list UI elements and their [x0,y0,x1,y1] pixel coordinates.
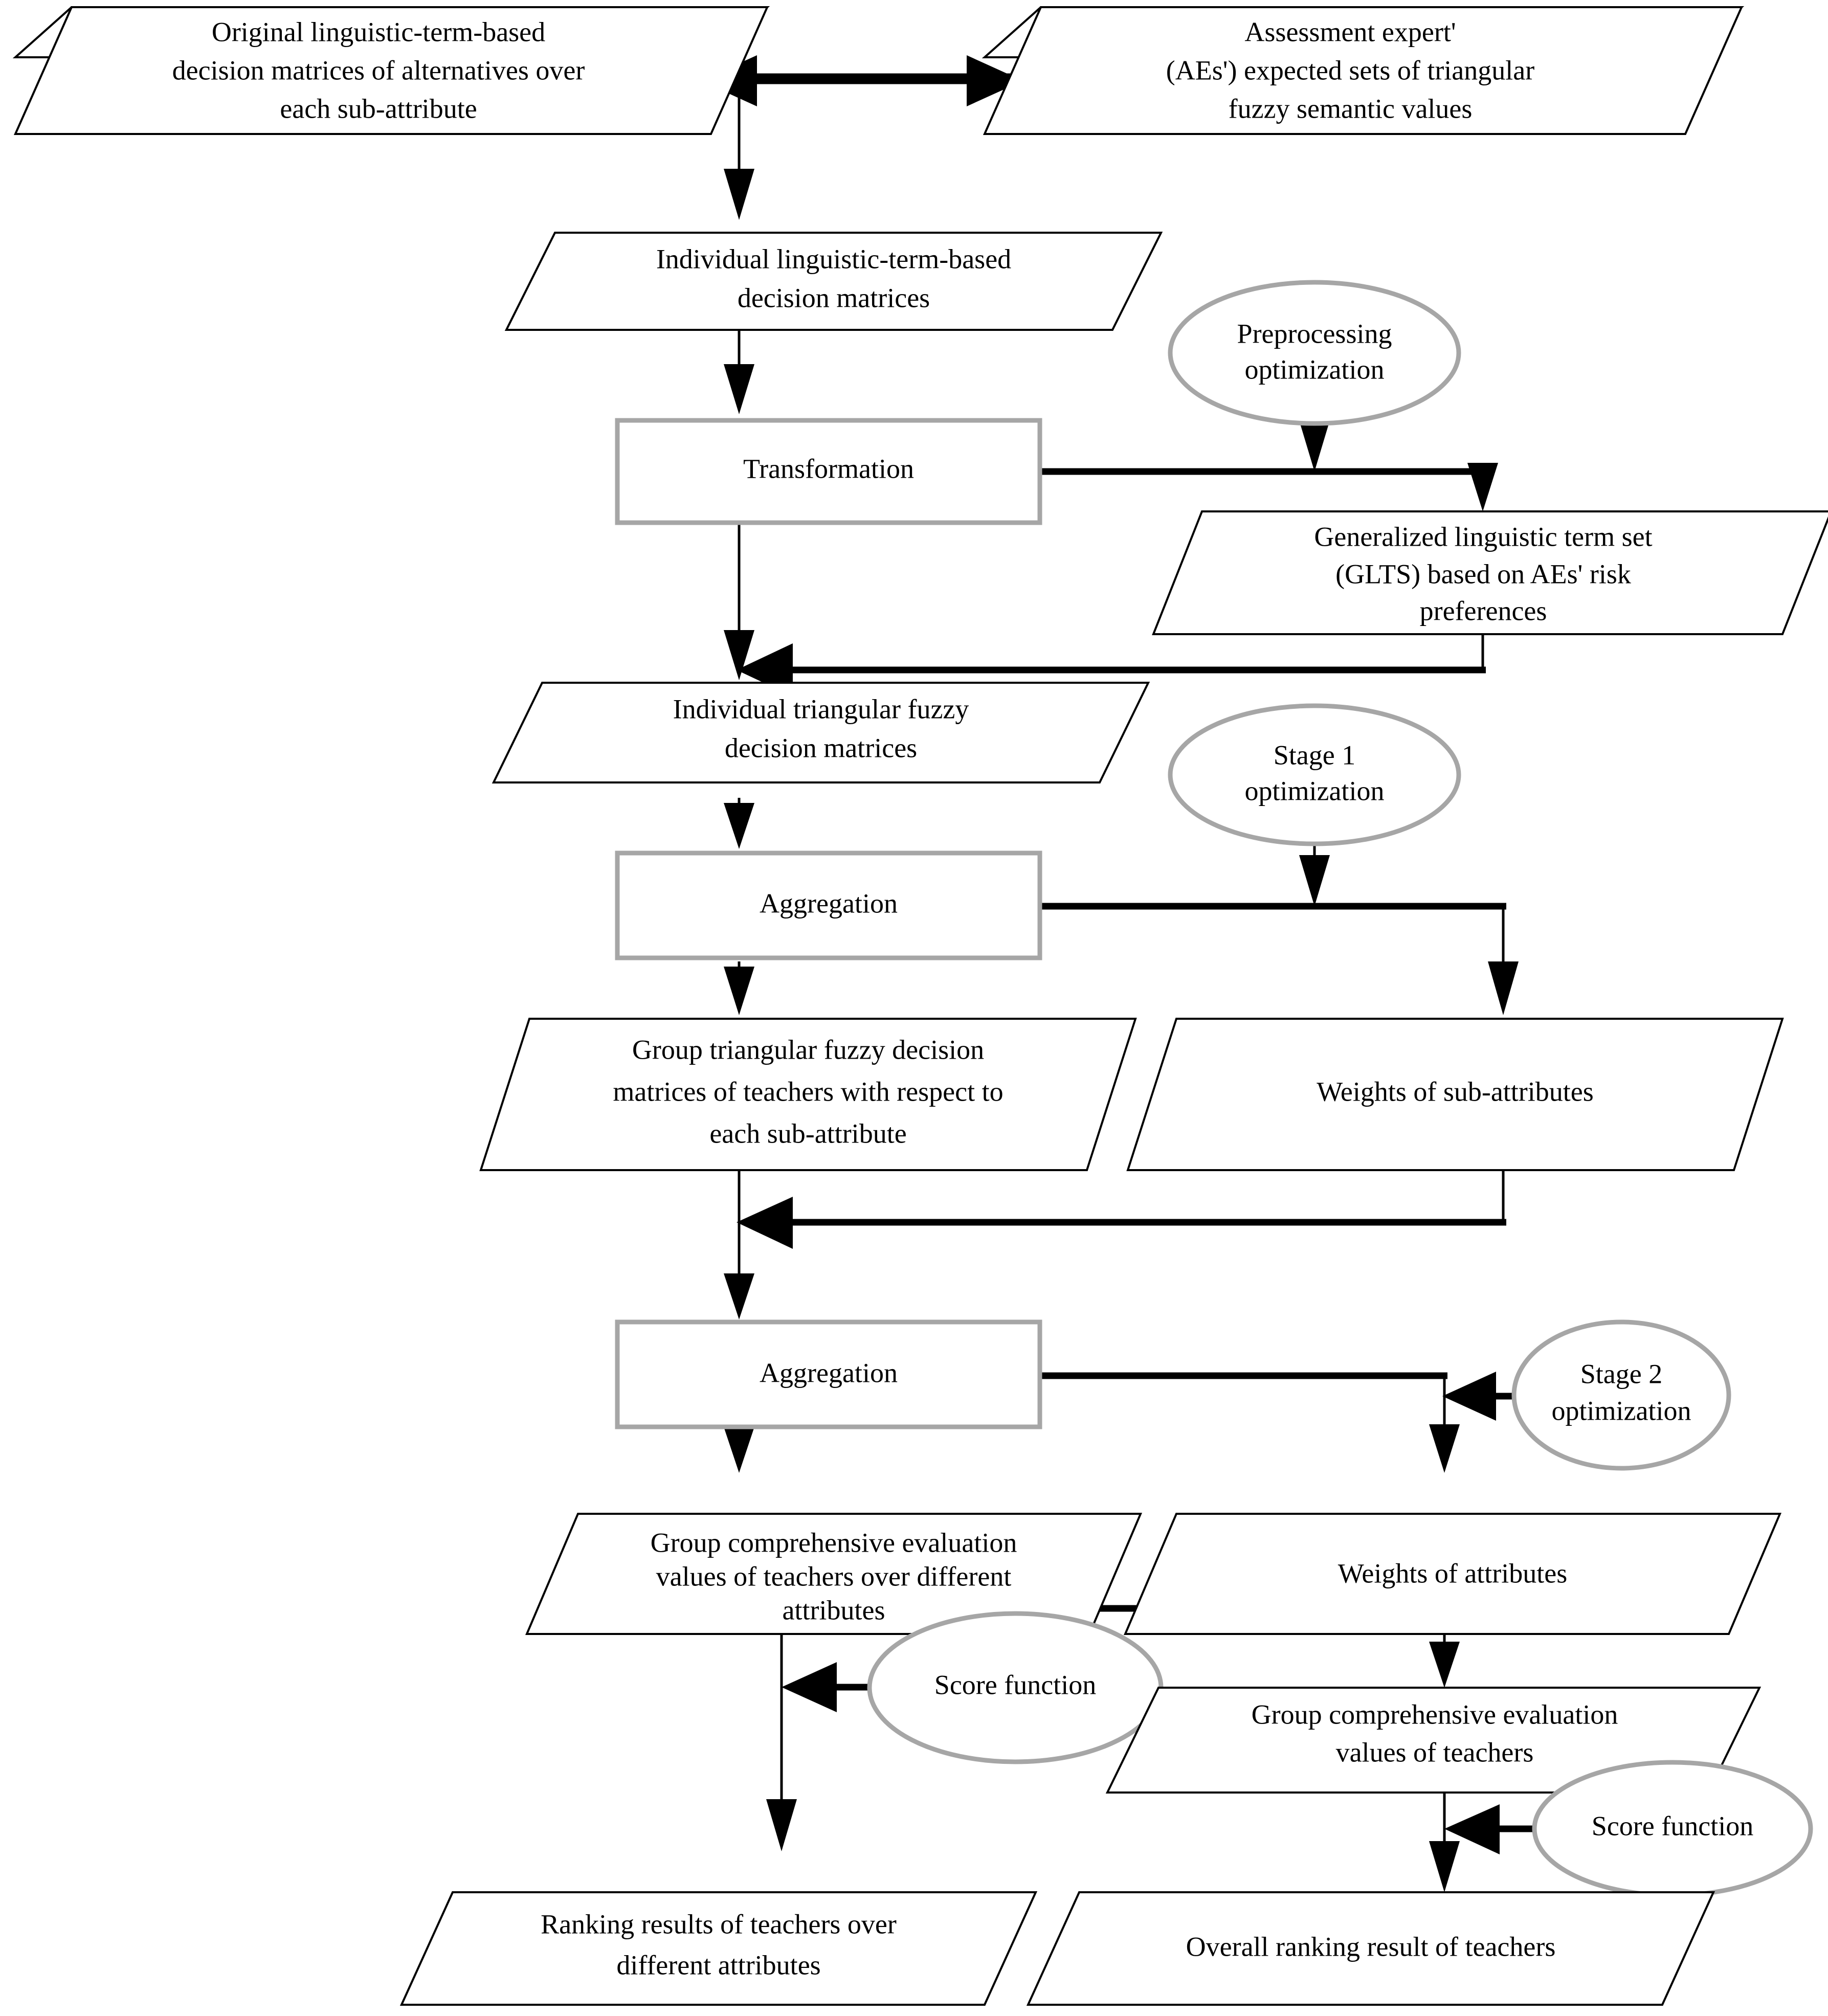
score-function-left-label: Score function [934,1669,1096,1700]
node-stage1-optimization[interactable]: Stage 1 optimization [1168,703,1461,846]
group-eval-teachers-label-1: values of teachers [1336,1737,1534,1767]
transformation-label: Transformation [743,453,914,484]
connector-tf-to-aggregation1 [724,798,754,849]
node-aggregation-2[interactable]: Aggregation [615,1319,1042,1429]
assessment-expert-label-2: fuzzy semantic values [1229,93,1473,124]
connector-eval-attr-down [766,1626,797,1851]
connector-score-left [782,1662,870,1712]
node-score-function-right[interactable]: Score function [1532,1760,1813,1898]
preprocessing-label-0: Preprocessing [1237,318,1392,349]
group-tf-label-0: Group triangular fuzzy decision [632,1034,984,1065]
node-preprocessing-optimization[interactable]: Preprocessing optimization [1168,280,1461,426]
connector-score-right [1444,1804,1534,1854]
group-eval-attr-label-1: values of teachers over different [656,1561,1012,1592]
individual-tf-label-0: Individual triangular fuzzy [673,693,969,724]
node-overall-ranking[interactable]: Overall ranking result of teachers [1026,1891,1715,2006]
node-transformation[interactable]: Transformation [615,418,1042,525]
node-ranking-over-attributes[interactable]: Ranking results of teachers over differe… [399,1891,1038,2006]
connector-transformation-to-glts [1040,463,1498,511]
node-group-tf-matrices[interactable]: Group triangular fuzzy decision matrices… [479,1018,1137,1171]
individual-lt-label-1: decision matrices [738,282,930,313]
aggregation-1-label: Aggregation [760,888,898,919]
assessment-expert-label-0: Assessment expert' [1244,16,1456,47]
group-eval-attr-label-0: Group comprehensive evaluation [651,1527,1017,1558]
stage2-label-0: Stage 2 [1580,1358,1662,1389]
node-group-eval-over-attributes[interactable]: Group comprehensive evaluation values of… [525,1513,1143,1635]
glts-label-1: (GLTS) based on AEs' risk [1335,558,1631,589]
node-individual-lt-matrices[interactable]: Individual linguistic-term-based decisio… [504,232,1163,331]
connector-aggregation1-to-weights [1040,903,1519,1015]
node-individual-tf-matrices[interactable]: Individual triangular fuzzy decision mat… [492,682,1150,783]
connector-aggregation2-down [724,1427,754,1473]
node-score-function-left[interactable]: Score function [867,1611,1164,1764]
connector-stage1-to-bus [1299,839,1330,906]
group-eval-attr-label-2: attributes [783,1595,885,1625]
node-top-labels: Original linguistic-term-based decision … [172,16,1535,124]
individual-lt-label-0: Individual linguistic-term-based [656,243,1011,274]
assessment-expert-label-1: (AEs') expected sets of triangular [1166,55,1534,85]
original-matrices-label-0: Original linguistic-term-based [212,16,545,47]
original-matrices-label-1: decision matrices of alternatives over [172,55,585,85]
node-weights-sub-attributes[interactable]: Weights of sub-attributes [1126,1018,1784,1171]
aggregation-2-label: Aggregation [760,1357,898,1388]
stage2-label-1: optimization [1552,1395,1691,1426]
preprocessing-label-1: optimization [1245,354,1385,385]
group-eval-teachers-label-0: Group comprehensive evaluation [1252,1699,1618,1730]
connector-eval-teachers-down [1429,1790,1460,1892]
connector-aggregation1-down [724,961,754,1015]
node-group-eval-teachers[interactable]: Group comprehensive evaluation values of… [1105,1687,1762,1794]
ranking-attr-label-0: Ranking results of teachers over [541,1909,897,1939]
stage1-label-1: optimization [1245,775,1385,806]
node-weights-attributes[interactable]: Weights of attributes [1123,1513,1782,1635]
node-stage2-optimization[interactable]: Stage 2 optimization [1511,1319,1731,1471]
group-tf-label-1: matrices of teachers with respect to [613,1076,1003,1107]
connector-individual-to-transformation [724,330,754,414]
weights-attr-label: Weights of attributes [1338,1558,1568,1588]
connector-transformation-down [724,523,754,680]
node-glts[interactable]: Generalized linguistic term set (GLTS) b… [1152,510,1828,635]
weights-sub-label: Weights of sub-attributes [1317,1076,1594,1107]
overall-ranking-label: Overall ranking result of teachers [1186,1931,1556,1962]
connector-aggregation2-to-weights-attr [1040,1372,1460,1473]
node-original-matrices-shape[interactable] [13,6,1744,135]
individual-tf-label-1: decision matrices [725,732,917,763]
ranking-attr-label-1: different attributes [616,1950,820,1980]
connector-grouptf-to-aggregation2 [724,1170,754,1319]
group-tf-label-2: each sub-attribute [709,1118,906,1149]
stage1-label-0: Stage 1 [1274,740,1355,770]
glts-label-0: Generalized linguistic term set [1314,521,1652,552]
score-function-right-label: Score function [1592,1810,1753,1841]
connector-weights-sub-return [737,1170,1506,1249]
original-matrices-label-2: each sub-attribute [280,93,477,124]
node-aggregation-1[interactable]: Aggregation [615,850,1042,960]
glts-label-2: preferences [1420,595,1547,626]
